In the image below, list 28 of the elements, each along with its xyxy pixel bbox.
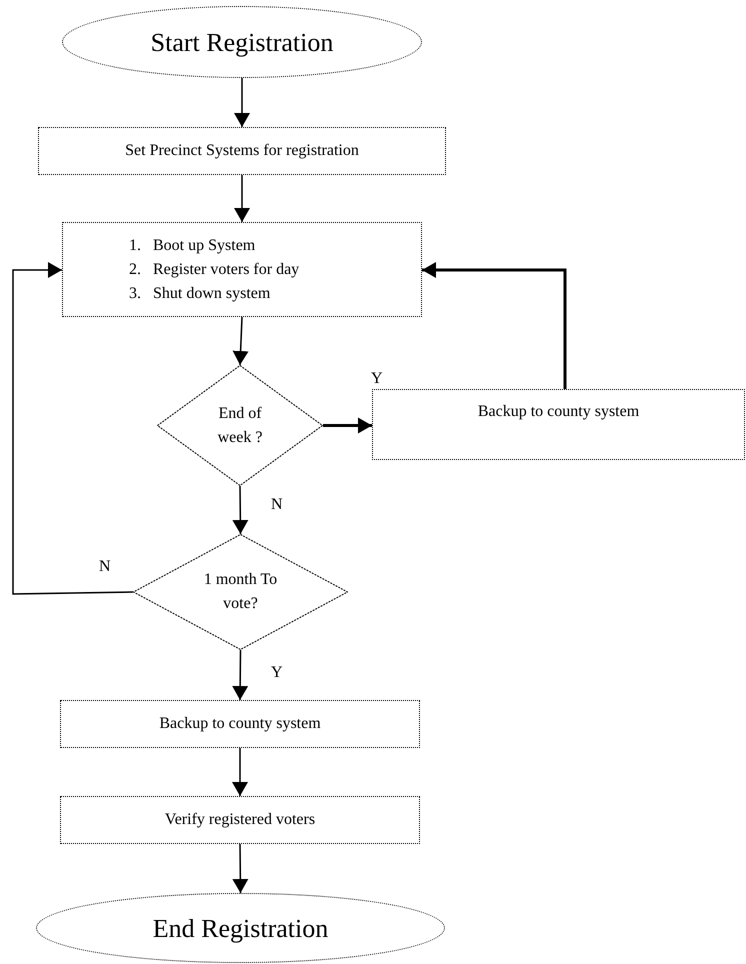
- decision-diamond: [133, 534, 348, 650]
- arrow: [232, 650, 248, 700]
- node-text: Backup to county system: [478, 402, 640, 422]
- process-box: [62, 222, 422, 317]
- arrow: [422, 262, 566, 389]
- process-box: [38, 127, 446, 175]
- node-text: Set Precinct Systems for registration: [125, 141, 359, 161]
- node-text: 1 month To vote?: [202, 570, 278, 614]
- node-text: Backup to county system: [159, 714, 321, 734]
- arrow: [12, 262, 134, 595]
- arrow: [232, 844, 248, 893]
- node-text: End of week ?: [216, 404, 264, 448]
- arrow: [232, 316, 249, 366]
- step-text: 2. Register voters for day: [129, 260, 300, 280]
- arrow: [232, 486, 248, 534]
- decision-diamond: [157, 365, 323, 486]
- process-box: [60, 700, 420, 748]
- arrow: [234, 78, 250, 127]
- arrow: [323, 418, 372, 434]
- node-text: Start Registration: [150, 26, 334, 59]
- arrow: [232, 748, 248, 796]
- process-box: [372, 389, 745, 460]
- step-text: 1. Boot up System: [129, 236, 256, 256]
- node-text: Verify registered voters: [164, 810, 316, 830]
- process-box: [60, 796, 420, 844]
- node-text: End Registration: [152, 912, 328, 945]
- step-text: 3. Shut down system: [129, 284, 272, 304]
- arrow: [234, 175, 250, 222]
